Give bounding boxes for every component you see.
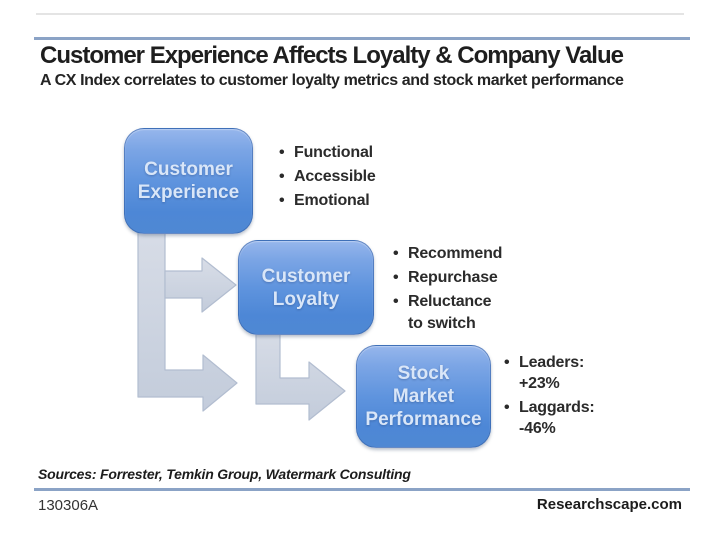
node-label-line: Stock — [397, 363, 450, 384]
node-customer-experience: Customer Experience — [124, 128, 253, 234]
footer-brand: Researchscape.com — [536, 496, 682, 513]
node-label-line: Customer — [144, 159, 233, 180]
elbow-arrow-loyalty-to-performance — [255, 324, 346, 421]
sources-note: Sources: Forrester, Temkin Group, Waterm… — [38, 466, 411, 482]
bullet-list-customer-loyalty: Recommend Repurchase Reluctance to switc… — [392, 243, 504, 337]
bullet-item: Emotional — [278, 190, 388, 212]
node-customer-loyalty: Customer Loyalty — [238, 240, 374, 335]
bullet-list-customer-experience: Functional Accessible Emotional — [278, 142, 388, 214]
elbow-arrow-experience-to-performance — [137, 219, 238, 412]
footer-document-id: 130306A — [38, 497, 99, 514]
node-label-line: Customer — [261, 265, 351, 287]
page-title: Customer Experience Affects Loyalty & Co… — [40, 42, 624, 69]
bullet-item: Reluctance to switch — [392, 291, 504, 335]
node-label-line: Market — [392, 386, 455, 407]
bullet-item: Recommend — [392, 243, 504, 265]
node-label-line: Experience — [137, 182, 240, 203]
bullet-item: Accessible — [278, 166, 388, 188]
bullet-item: Functional — [278, 142, 388, 164]
node-label-line: Loyalty — [272, 288, 340, 310]
node-label-line: Performance — [365, 409, 482, 430]
slide-edge-line — [36, 13, 684, 15]
page-subtitle: A CX Index correlates to customer loyalt… — [40, 72, 624, 89]
node-stock-market-performance: Stock Market Performance — [356, 345, 491, 448]
bullet-item: Laggards: -46% — [503, 397, 595, 439]
top-rule — [34, 37, 690, 40]
bullet-item: Leaders: +23% — [503, 352, 595, 394]
bullet-list-stock-market-performance: Leaders: +23% Laggards: -46% — [503, 352, 595, 442]
bottom-rule — [34, 488, 690, 491]
bullet-item: Repurchase — [392, 267, 504, 289]
branch-arrow-experience-to-loyalty — [164, 257, 237, 313]
